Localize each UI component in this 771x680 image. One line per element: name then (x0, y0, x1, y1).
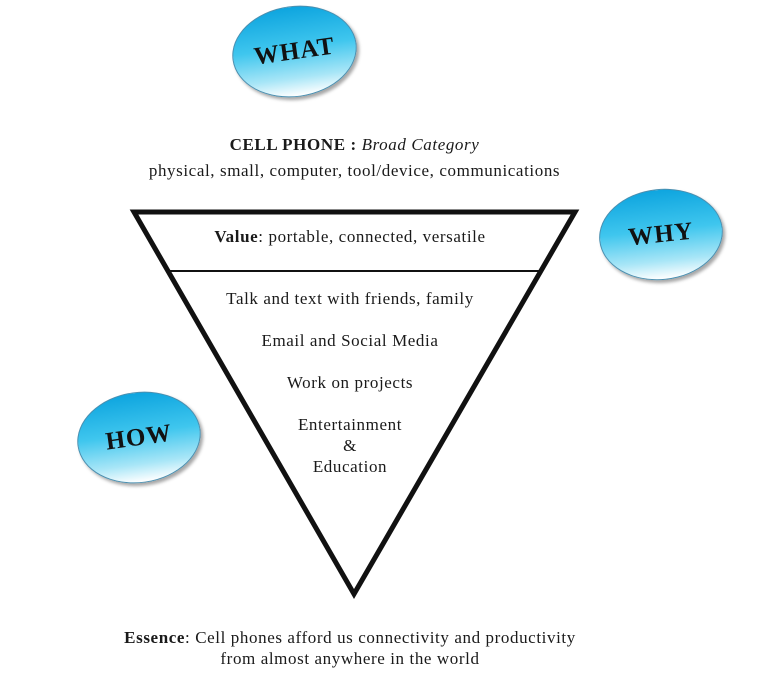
why-label: WHY (626, 217, 695, 251)
value-label: Value (214, 227, 259, 246)
value-text: : portable, connected, versatile (258, 227, 486, 246)
essence-text-line-2: from almost anywhere in the world (220, 649, 480, 668)
how-item: & (343, 436, 357, 455)
triangle-outline (129, 209, 580, 600)
how-item: Entertainment (297, 415, 403, 434)
essence-statement: Essence: Cell phones afford us connectiv… (0, 628, 700, 648)
category-name: CELL PHONE : (229, 135, 357, 154)
category-title: CELL PHONE : Broad Category (0, 135, 709, 155)
category-subtitle: Broad Category (361, 135, 480, 154)
how-item: Talk and text with friends, family (226, 289, 474, 308)
how-item: Education (312, 457, 388, 476)
value-statement: Value: portable, connected, versatile (150, 227, 550, 247)
essence-text-line-1: : Cell phones afford us connectivity and… (185, 628, 576, 647)
what-label: WHAT (252, 31, 337, 71)
how-item: Work on projects (286, 373, 414, 392)
essence-label: Essence (124, 628, 186, 647)
how-item: Email and Social Media (261, 331, 439, 350)
category-attributes: physical, small, computer, tool/device, … (148, 161, 561, 180)
